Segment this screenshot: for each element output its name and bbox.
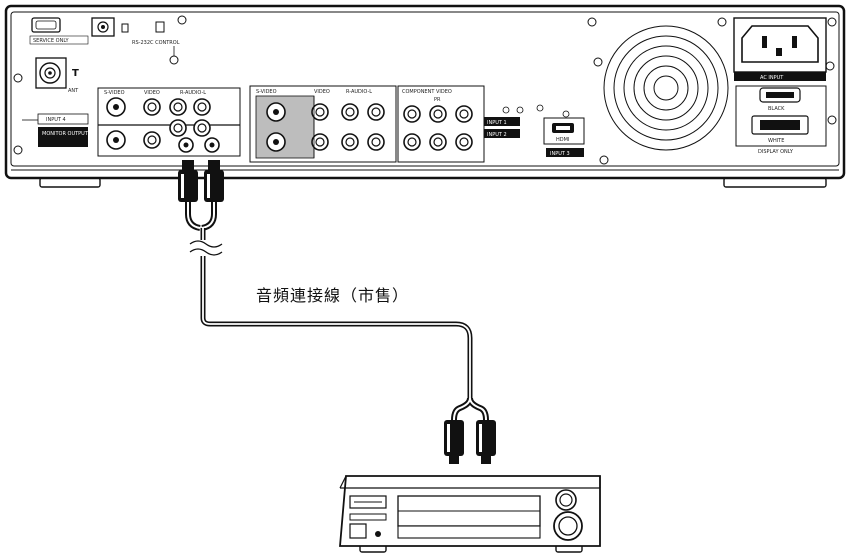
ac-input-block: AC INPUT: [733, 17, 827, 81]
cable-label: 音頻連接線（市售）: [256, 286, 410, 305]
panel-foot-left: [39, 177, 101, 188]
ant-label: ANT: [68, 88, 79, 94]
service-port-group: SERVICE ONLY RS-232C CONTROL: [29, 17, 180, 65]
svg-text:COMPONENT VIDEO: COMPONENT VIDEO: [402, 89, 452, 95]
svg-text:HDMI: HDMI: [556, 137, 569, 143]
input-1-label: INPUT 1: [487, 120, 507, 126]
svg-text:PR: PR: [434, 97, 441, 103]
fan-icon: [603, 25, 729, 151]
svg-text:DISPLAY ONLY: DISPLAY ONLY: [758, 149, 794, 155]
input-2-label: INPUT 2: [487, 132, 507, 138]
svg-text:S-VIDEO: S-VIDEO: [104, 90, 125, 96]
rs232c-label: RS-232C CONTROL: [132, 40, 180, 46]
audio-cable: [178, 160, 496, 464]
svg-text:S-VIDEO: S-VIDEO: [256, 89, 277, 95]
left-av-block: S-VIDEO VIDEO R-AUDIO-L: [97, 87, 241, 157]
service-only-label: SERVICE ONLY: [33, 38, 69, 44]
svg-text:VIDEO: VIDEO: [314, 89, 330, 95]
svg-text:VIDEO: VIDEO: [144, 90, 160, 96]
top-plug-pair: [178, 160, 224, 202]
display-ports: BLACK WHITE DISPLAY ONLY: [735, 85, 827, 155]
monitor-output-label: MONITOR OUTPUT: [42, 131, 89, 137]
antenna-port: T ANT: [35, 57, 79, 94]
component-block: COMPONENT VIDEO PR INPUT 1 INPUT 2: [397, 85, 524, 163]
hdmi-block: HDMI INPUT 3: [536, 104, 585, 157]
input-3-label: INPUT 3: [550, 151, 570, 157]
panel-screws: [13, 15, 837, 165]
svg-text:R-AUDIO-L: R-AUDIO-L: [346, 89, 372, 95]
ac-input-label: AC INPUT: [760, 75, 784, 81]
input4-group: INPUT 4 MONITOR OUTPUT: [22, 113, 89, 147]
svg-text:WHITE: WHITE: [768, 138, 784, 144]
input1-2-block: S-VIDEO VIDEO R-AUDIO-L: [249, 85, 397, 163]
svg-text:R-AUDIO-L: R-AUDIO-L: [180, 90, 206, 96]
audio-amplifier-icon: [339, 475, 601, 553]
panel-foot-right: [723, 177, 827, 188]
input-4-label: INPUT 4: [46, 117, 66, 123]
svg-text:BLACK: BLACK: [768, 106, 785, 112]
rear-panel: SERVICE ONLY RS-232C CONTROL T ANT INPUT…: [4, 4, 846, 188]
svg-text:T: T: [72, 68, 79, 79]
bottom-plug-pair: [444, 420, 496, 464]
